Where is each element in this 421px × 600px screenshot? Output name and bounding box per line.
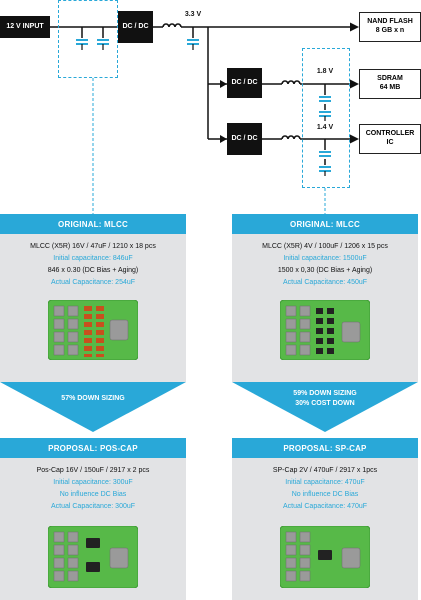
banner-line: 59% DOWN SIZING bbox=[293, 390, 357, 397]
panel-title: PROPOSAL: SP-CAP bbox=[232, 438, 418, 458]
panel-title: ORIGINAL: MLCC bbox=[232, 214, 418, 234]
inductor-main bbox=[162, 22, 182, 32]
arrowheads bbox=[220, 22, 359, 144]
cap-main bbox=[187, 39, 199, 45]
arrow-to-sdram bbox=[350, 79, 359, 89]
nand-flash-size: 8 GB x n bbox=[375, 27, 405, 34]
spec-line: Initial capacitance: 300uF bbox=[53, 479, 133, 486]
banner-line: 30% COST DOWN bbox=[295, 400, 355, 407]
spec-line: MLCC (X5R) 4V / 100uF / 1206 x 15 pcs bbox=[262, 243, 388, 250]
spec-line: Initial capacitance: 846uF bbox=[53, 255, 133, 262]
inductor-sdram bbox=[281, 79, 301, 89]
inductors bbox=[162, 22, 301, 144]
banner-right-text: 59% DOWN SIZING 30% COST DOWN bbox=[232, 389, 418, 409]
arrow-to-dcdc-controller bbox=[220, 135, 227, 143]
nand-flash-label: NAND FLASH bbox=[367, 18, 413, 26]
cap-controller-1 bbox=[319, 151, 331, 157]
controller-block: CONTROLLER IC bbox=[359, 124, 421, 154]
pcb-board-poscap bbox=[48, 526, 138, 588]
spec-line: Initial capacitance: 470uF bbox=[285, 479, 365, 486]
sdram-block: SDRAM 64 MB bbox=[359, 69, 421, 99]
controller-label: CONTROLLER bbox=[365, 130, 415, 138]
cap-leads bbox=[81, 44, 326, 176]
spec-line: SP-Cap 2V / 470uF / 2917 x 1pcs bbox=[272, 467, 378, 474]
arrow-to-controller bbox=[350, 134, 359, 144]
panel-left-original: ORIGINAL: MLCC MLCC (X5R) 16V / 47uF / 1… bbox=[0, 214, 186, 382]
panel-right-original: ORIGINAL: MLCC MLCC (X5R) 4V / 100uF / 1… bbox=[232, 214, 418, 382]
spec-line: Pos-Cap 16V / 150uF / 2917 x 2 pcs bbox=[36, 467, 150, 474]
spec-line: Actual Capacitance: 470uF bbox=[282, 503, 368, 510]
spec-line: Actual Capacitance: 254uF bbox=[50, 279, 136, 286]
voltage-sdram-label: 1.8 V bbox=[316, 68, 334, 75]
cap-sdram-1 bbox=[319, 96, 331, 102]
controller-label-ic: IC bbox=[386, 139, 394, 146]
panel-title: ORIGINAL: MLCC bbox=[0, 214, 186, 234]
nand-flash-block: NAND FLASH 8 GB x n bbox=[359, 12, 421, 42]
voltage-main-label: 3.3 V bbox=[184, 11, 202, 18]
spec-line: 846 x 0.30 (DC Bias + Aging) bbox=[47, 267, 139, 274]
input-block: 12 V INPUT bbox=[0, 16, 50, 38]
banner-left-arrow bbox=[0, 382, 186, 432]
spec-line: MLCC (X5R) 16V / 47uF / 1210 x 18 pcs bbox=[30, 243, 156, 250]
inductor-controller bbox=[281, 134, 301, 144]
spec-line: No influence DC Bias bbox=[59, 491, 127, 498]
panel-title: PROPOSAL: POS-CAP bbox=[0, 438, 186, 458]
voltage-controller-label: 1.4 V bbox=[316, 124, 334, 131]
dashed-connectors bbox=[92, 78, 326, 214]
dcdc-main-block: DC / DC bbox=[118, 11, 153, 43]
banner-right-arrow bbox=[232, 382, 418, 432]
panel-right-proposal: PROPOSAL: SP-CAP SP-Cap 2V / 470uF / 291… bbox=[232, 438, 418, 600]
dcdc-sdram-block: DC / DC bbox=[227, 68, 262, 98]
pcb-board-mlcc-left bbox=[48, 300, 138, 360]
pcb-board-spcap bbox=[280, 526, 370, 588]
banner-line: 57% DOWN SIZING bbox=[61, 395, 125, 402]
cap-group-input bbox=[58, 0, 118, 78]
spec-line: Initial capacitance: 1500uF bbox=[283, 255, 367, 262]
arrow-to-nand bbox=[350, 22, 359, 32]
sdram-size: 64 MB bbox=[379, 84, 401, 91]
spec-line: 1500 x 0,30 (DC Bias + Aging) bbox=[277, 267, 373, 274]
cap-group-output bbox=[302, 48, 350, 188]
spec-line: No influence DC Bias bbox=[291, 491, 359, 498]
dcdc-controller-block: DC / DC bbox=[227, 123, 262, 155]
panel-left-proposal: PROPOSAL: POS-CAP Pos-Cap 16V / 150uF / … bbox=[0, 438, 186, 600]
arrow-to-dcdc-sdram bbox=[220, 80, 227, 88]
banner-left-text: 57% DOWN SIZING bbox=[0, 394, 186, 404]
pcb-board-mlcc-right bbox=[280, 300, 370, 360]
spec-line: Actual Capacitance: 450uF bbox=[282, 279, 368, 286]
sdram-label: SDRAM bbox=[377, 75, 403, 83]
spec-line: Actual Capacitance: 300uF bbox=[50, 503, 136, 510]
